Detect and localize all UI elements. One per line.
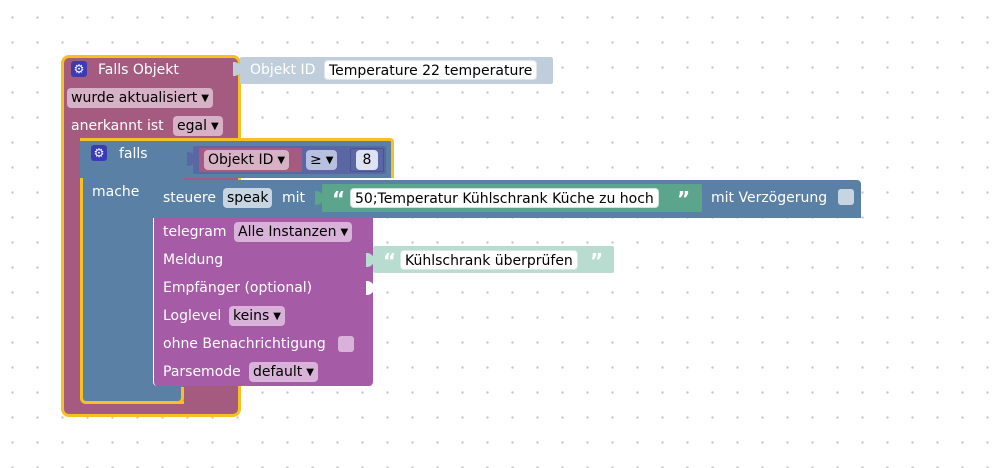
- chevron-down-icon: ▼: [325, 155, 334, 166]
- loglevel-dropdown[interactable]: keins▼: [229, 306, 285, 326]
- message-label: Meldung: [163, 252, 224, 268]
- if-bottom-cap: [80, 387, 184, 404]
- event-title: Falls Objekt: [98, 62, 179, 78]
- speak-text-connector: [315, 191, 323, 205]
- objekt-id-connector: [233, 62, 241, 76]
- condition-connector: [187, 152, 195, 166]
- speak-text-field[interactable]: 50;Temperatur Kühlschrank Küche zu hoch: [350, 188, 659, 208]
- objekt-id-field[interactable]: Temperature 22 temperature: [324, 60, 538, 80]
- delay-checkbox[interactable]: [838, 189, 854, 205]
- silent-label: ohne Benachrichtigung: [163, 336, 326, 352]
- objekt-id-label: Objekt ID: [250, 62, 316, 78]
- message-text-value: Kühlschrank überprüfen: [405, 253, 573, 269]
- instances-dropdown-value: Alle Instanzen: [238, 224, 337, 240]
- loglevel-label: Loglevel: [163, 308, 222, 324]
- chevron-down-icon: ▼: [273, 311, 281, 322]
- ack-dropdown[interactable]: egal▼: [173, 116, 223, 136]
- objekt-id-field-value: Temperature 22 temperature: [329, 63, 533, 79]
- parsemode-dropdown-value: default: [253, 364, 303, 380]
- chevron-down-icon: ▼: [277, 155, 286, 166]
- chevron-down-icon: ▼: [201, 93, 209, 104]
- do-label: mache: [92, 184, 140, 200]
- variable-dropdown-value: Objekt ID: [208, 152, 274, 168]
- trigger-dropdown-value: wurde aktualisiert: [71, 90, 198, 106]
- chevron-down-icon: ▼: [210, 121, 219, 132]
- telegram-block[interactable]: [153, 218, 373, 386]
- trigger-dropdown[interactable]: wurde aktualisiert▼: [67, 88, 213, 108]
- recipient-connector-slot[interactable]: [366, 281, 374, 295]
- instances-dropdown[interactable]: Alle Instanzen▼: [234, 222, 353, 242]
- if-label: falls: [119, 146, 148, 162]
- speak-target-value: speak: [227, 190, 269, 206]
- gear-icon[interactable]: ⚙: [91, 145, 107, 161]
- telegram-label: telegram: [163, 224, 227, 240]
- operator-dropdown-value: ≥: [310, 152, 322, 168]
- speak-label: steuere: [163, 190, 216, 206]
- variable-dropdown[interactable]: Objekt ID▼: [204, 150, 290, 170]
- number-field-value: 8: [362, 152, 372, 168]
- number-field[interactable]: 8: [356, 150, 378, 170]
- quote-close-icon: ”: [590, 249, 604, 273]
- parsemode-dropdown[interactable]: default▼: [249, 362, 318, 382]
- operator-dropdown[interactable]: ≥▼: [306, 150, 338, 170]
- chevron-down-icon: ▼: [306, 367, 314, 378]
- ack-dropdown-value: egal: [177, 118, 207, 134]
- parsemode-label: Parsemode: [163, 364, 241, 380]
- silent-checkbox[interactable]: [338, 336, 354, 352]
- recipient-label: Empfänger (optional): [163, 280, 313, 296]
- delay-label: mit Verzögerung: [711, 190, 828, 206]
- loglevel-dropdown-value: keins: [233, 308, 270, 324]
- speak-target-dropdown[interactable]: speak: [223, 188, 273, 208]
- quote-open-icon: “: [332, 187, 346, 211]
- speak-text-value: 50;Temperatur Kühlschrank Küche zu hoch: [355, 191, 654, 207]
- message-connector: [366, 253, 374, 267]
- ack-label: anerkannt ist: [71, 118, 164, 134]
- chevron-down-icon: ▼: [340, 227, 349, 238]
- gear-icon[interactable]: ⚙: [71, 61, 87, 77]
- speak-with-label: mit: [282, 190, 306, 206]
- quote-open-icon: “: [383, 249, 397, 273]
- quote-close-icon: ”: [677, 187, 691, 211]
- message-text-field[interactable]: Kühlschrank überprüfen: [400, 250, 578, 270]
